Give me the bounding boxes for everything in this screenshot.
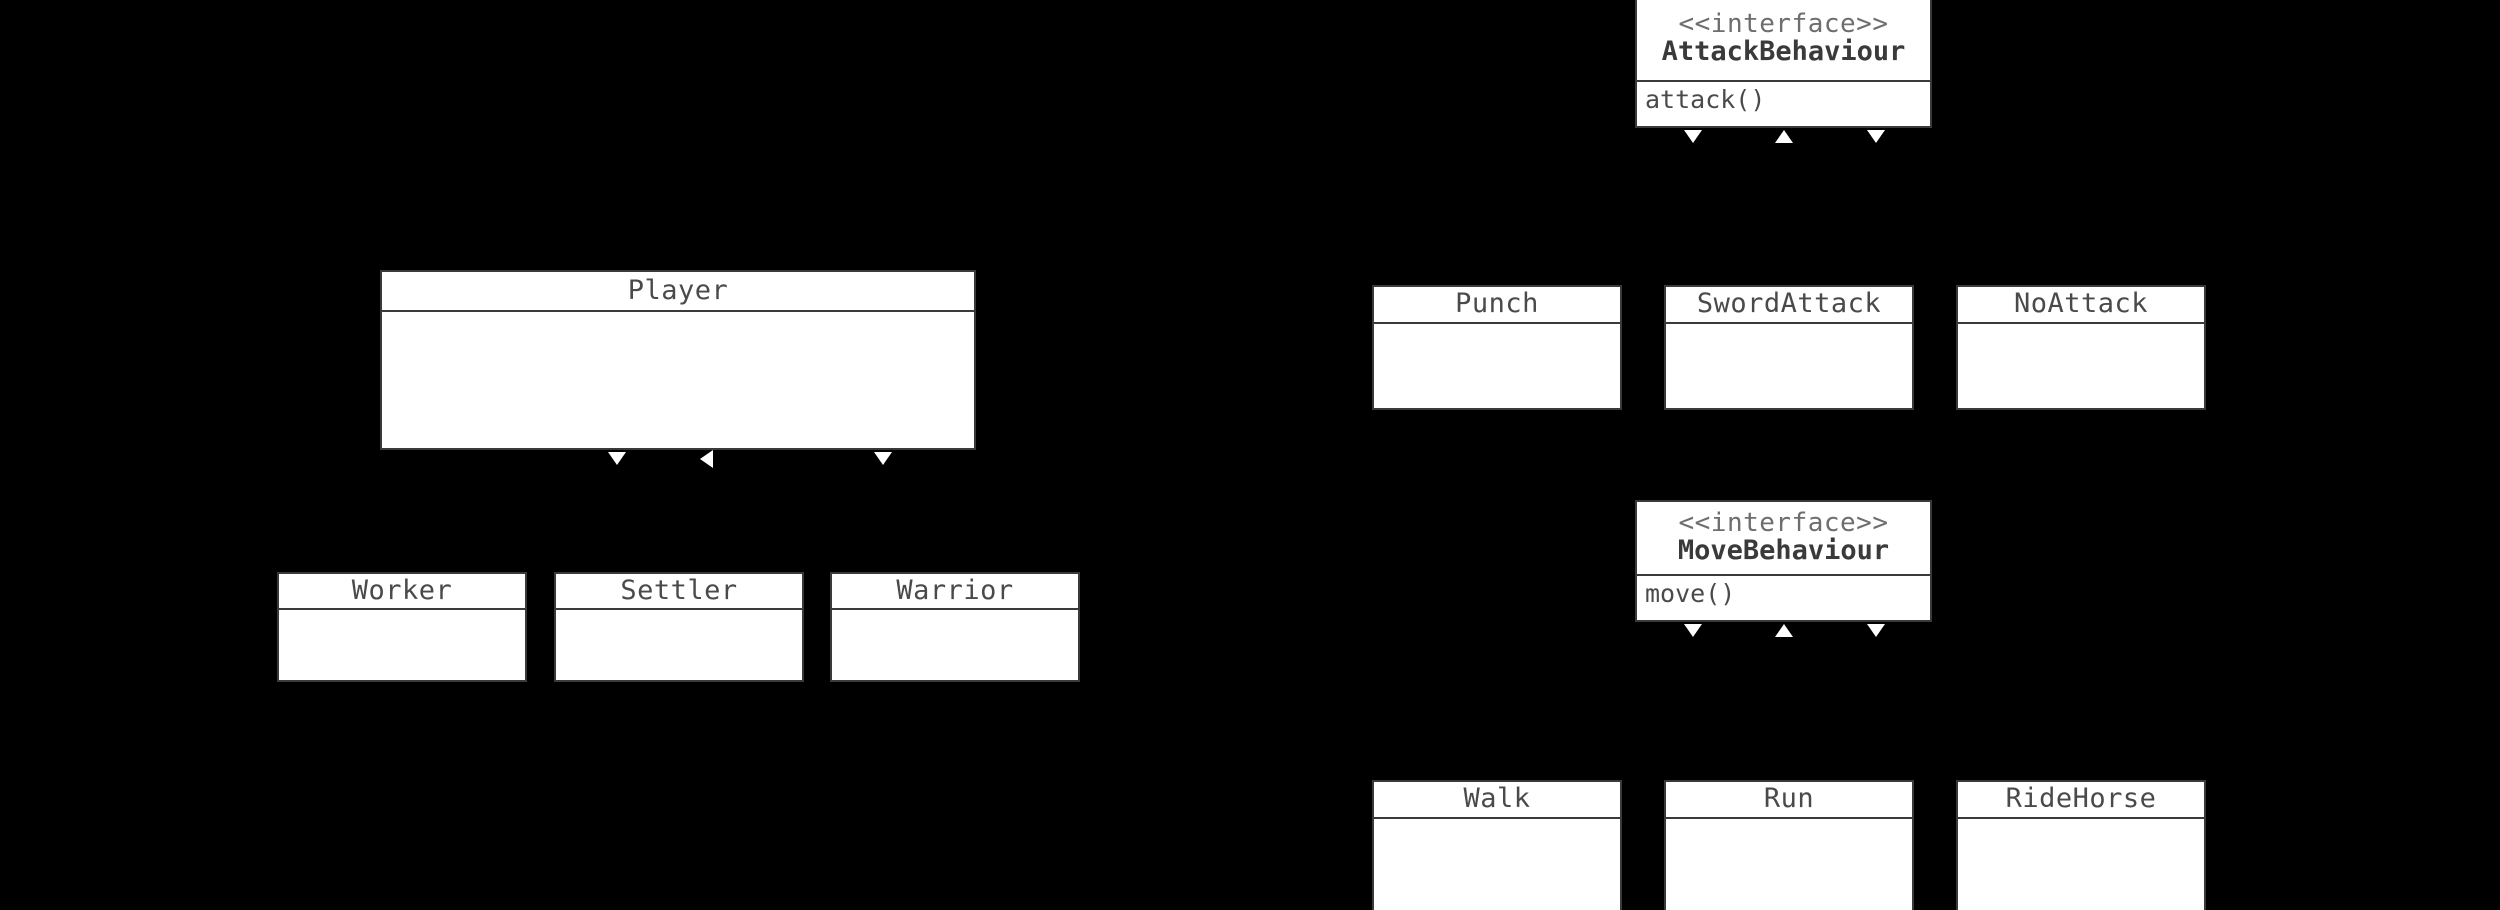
- class-name-walk: Walk: [1463, 783, 1531, 815]
- class-box-player[interactable]: Player: [380, 270, 976, 450]
- class-header-ride-horse: RideHorse: [1958, 782, 2204, 819]
- class-body-sword-attack: [1666, 324, 1912, 408]
- class-header-walk: Walk: [1374, 782, 1620, 819]
- class-box-worker[interactable]: Worker: [277, 572, 527, 682]
- class-box-no-attack[interactable]: NoAttack: [1956, 285, 2206, 410]
- class-name-sword-attack: SwordAttack: [1696, 288, 1882, 320]
- class-header-warrior: Warrior: [832, 574, 1078, 610]
- class-box-sword-attack[interactable]: SwordAttack: [1664, 285, 1914, 410]
- class-name-settler: Settler: [620, 574, 738, 606]
- class-box-punch[interactable]: Punch: [1372, 285, 1622, 410]
- interface-body-move-behaviour: move(): [1637, 576, 1930, 620]
- class-header-worker: Worker: [279, 574, 525, 610]
- class-name-player: Player: [627, 274, 729, 306]
- class-box-warrior[interactable]: Warrior: [830, 572, 1080, 682]
- class-body-punch: [1374, 324, 1620, 408]
- interface-header-move-behaviour: <<interface>> MoveBehaviour: [1637, 502, 1930, 576]
- interface-body-attack-behaviour: attack(): [1637, 82, 1930, 126]
- class-body-player: [382, 312, 974, 448]
- class-header-no-attack: NoAttack: [1958, 287, 2204, 324]
- connector-arrow-move-walk: [1684, 624, 1702, 637]
- interface-header-attack-behaviour: <<interface>> AttackBehaviour: [1637, 0, 1930, 82]
- class-header-player: Player: [382, 272, 974, 312]
- class-name-no-attack: NoAttack: [2013, 288, 2149, 320]
- class-name-punch: Punch: [1455, 288, 1539, 320]
- connector-arrow-move-run: [1775, 624, 1793, 637]
- class-header-settler: Settler: [556, 574, 802, 610]
- stereotype-label-attack-behaviour: <<interface>>: [1678, 9, 1889, 40]
- class-body-warrior: [832, 610, 1078, 680]
- class-name-worker: Worker: [351, 574, 453, 606]
- class-body-no-attack: [1958, 324, 2204, 408]
- interface-box-move-behaviour[interactable]: <<interface>> MoveBehaviour move(): [1635, 500, 1932, 622]
- interface-name-attack-behaviour: AttackBehaviour: [1661, 36, 1906, 68]
- class-name-run: Run: [1763, 783, 1815, 815]
- class-box-run[interactable]: Run: [1664, 780, 1914, 910]
- class-box-walk[interactable]: Walk: [1372, 780, 1622, 910]
- connector-arrow-attack-punch: [1684, 130, 1702, 143]
- class-box-ride-horse[interactable]: RideHorse: [1956, 780, 2206, 910]
- connector-arrow-move-ridehorse: [1867, 624, 1885, 637]
- class-name-warrior: Warrior: [896, 574, 1014, 606]
- class-box-settler[interactable]: Settler: [554, 572, 804, 682]
- connector-arrow-player-move: [700, 450, 713, 468]
- class-body-worker: [279, 610, 525, 680]
- class-header-punch: Punch: [1374, 287, 1620, 324]
- connector-arrow-player-attack: [608, 452, 626, 465]
- class-header-run: Run: [1666, 782, 1912, 819]
- connector-arrow-player-subclasses: [874, 452, 892, 465]
- connector-arrow-attack-sword: [1775, 130, 1793, 143]
- stereotype-label-move-behaviour: <<interface>>: [1678, 508, 1889, 539]
- interface-name-move-behaviour: MoveBehaviour: [1677, 535, 1890, 567]
- class-body-walk: [1374, 819, 1620, 910]
- class-body-ride-horse: [1958, 819, 2204, 910]
- class-name-ride-horse: RideHorse: [2005, 783, 2157, 815]
- interface-box-attack-behaviour[interactable]: <<interface>> AttackBehaviour attack(): [1635, 0, 1932, 128]
- connector-arrow-attack-noattack: [1867, 130, 1885, 143]
- interface-method-attack: attack(): [1645, 85, 1766, 114]
- interface-method-move: move(): [1645, 579, 1736, 608]
- class-body-run: [1666, 819, 1912, 910]
- class-body-settler: [556, 610, 802, 680]
- class-header-sword-attack: SwordAttack: [1666, 287, 1912, 324]
